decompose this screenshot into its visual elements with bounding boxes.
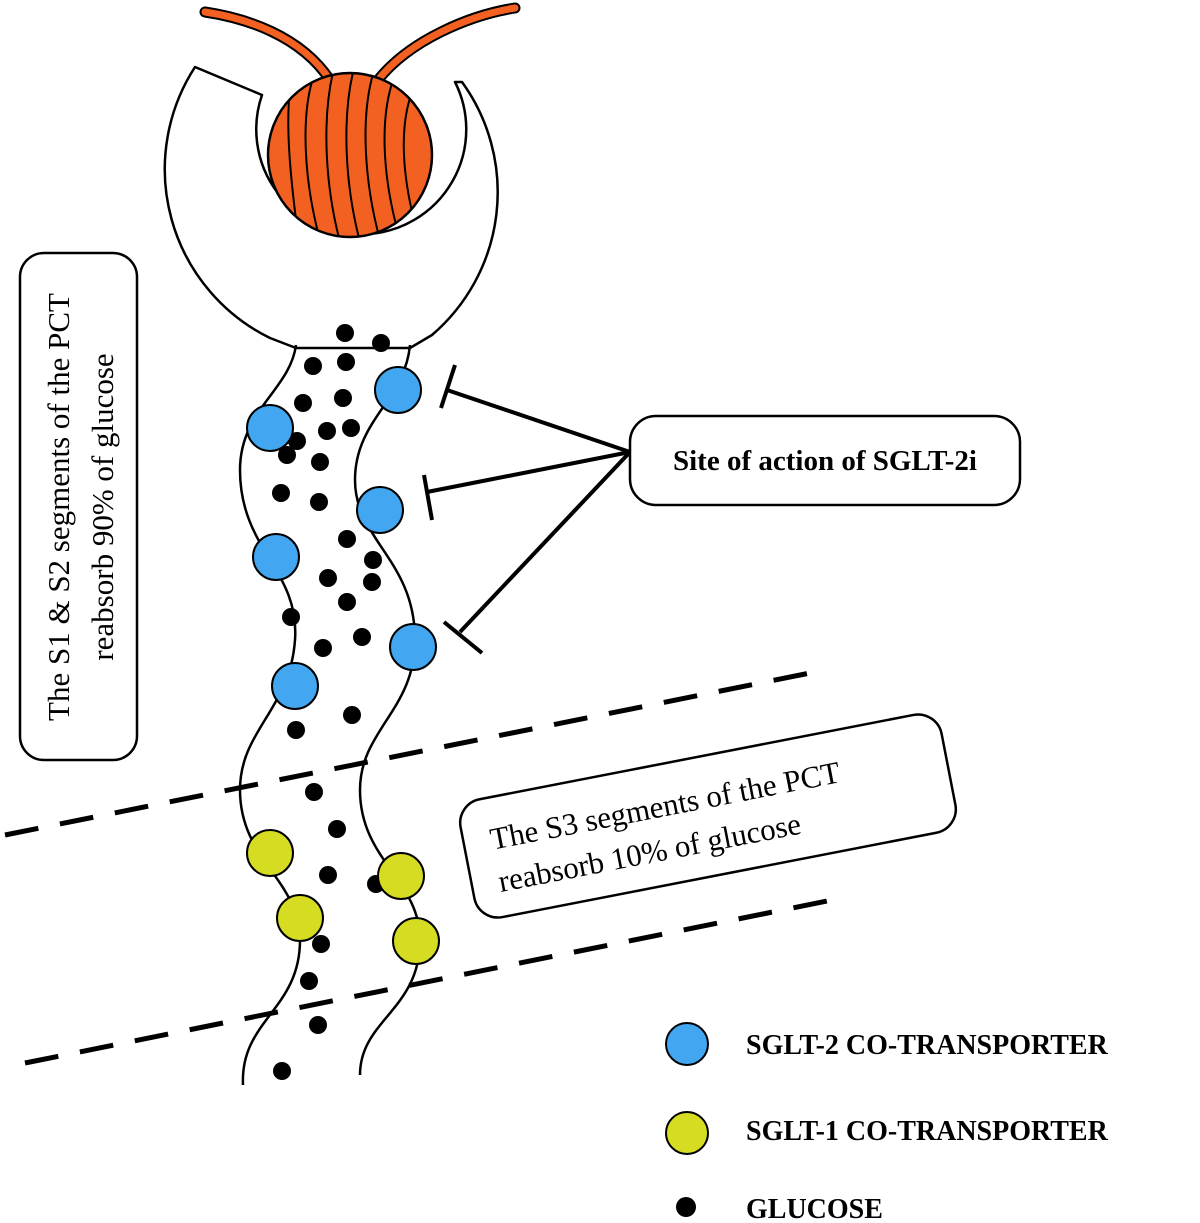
glucose-molecule bbox=[305, 783, 323, 801]
glucose-molecule bbox=[319, 866, 337, 884]
glucose-dots bbox=[272, 324, 390, 1080]
inhibition-arrows bbox=[422, 364, 632, 655]
glucose-molecule bbox=[319, 569, 337, 587]
yellow-circle-icon bbox=[665, 1111, 709, 1155]
glucose-molecule bbox=[294, 394, 312, 412]
sglt1-transporter bbox=[276, 894, 324, 942]
legend-item-sglt2: SGLT-2 CO-TRANSPORTER bbox=[665, 1022, 1109, 1066]
glucose-molecule bbox=[310, 493, 328, 511]
glucose-molecule bbox=[338, 593, 356, 611]
sglt2-transporter bbox=[246, 404, 294, 452]
legend: SGLT-2 CO-TRANSPORTER SGLT-1 CO-TRANSPOR… bbox=[665, 1022, 1109, 1223]
sglt2-transporters bbox=[246, 366, 437, 710]
glucose-molecule bbox=[304, 357, 322, 375]
glucose-molecule bbox=[312, 935, 330, 953]
inhibition-bar bbox=[442, 620, 484, 655]
glomerulus bbox=[266, 71, 434, 239]
legend-item-glucose: GLUCOSE bbox=[676, 1194, 883, 1223]
s2-s3-boundary-line bbox=[4, 669, 816, 838]
glucose-molecule bbox=[334, 389, 352, 407]
glucose-molecule bbox=[282, 608, 300, 626]
glucose-molecule bbox=[287, 721, 305, 739]
s1-s2-box: The S1 & S2 segments of the PCT reabsorb… bbox=[18, 251, 139, 762]
glucose-molecule bbox=[342, 419, 360, 437]
s3-end-boundary-line bbox=[24, 897, 833, 1066]
s1-s2-label-line2: reabsorb 90% of glucose bbox=[85, 353, 120, 660]
glucose-molecule bbox=[353, 628, 371, 646]
blue-circle-icon bbox=[665, 1022, 709, 1066]
legend-label-sglt1: SGLT-1 CO-TRANSPORTER bbox=[746, 1116, 1109, 1147]
glucose-molecule bbox=[272, 484, 290, 502]
inhibition-bar bbox=[439, 364, 457, 409]
glucose-molecule bbox=[318, 422, 336, 440]
glucose-molecule bbox=[363, 573, 381, 591]
glucose-molecule bbox=[311, 453, 329, 471]
sglt1-transporter bbox=[392, 917, 440, 965]
sglt2-transporter bbox=[389, 623, 437, 671]
s1-s2-label-line1: The S1 & S2 segments of the PCT bbox=[41, 293, 76, 721]
glucose-molecule bbox=[273, 1062, 291, 1080]
glucose-molecule bbox=[328, 820, 346, 838]
legend-label-sglt2: SGLT-2 CO-TRANSPORTER bbox=[746, 1030, 1109, 1061]
sglt2-transporter bbox=[271, 662, 319, 710]
glucose-molecule bbox=[309, 1016, 327, 1034]
sglt2-transporter bbox=[356, 486, 404, 534]
glucose-molecule bbox=[372, 334, 390, 352]
tubule-walls bbox=[238, 344, 422, 1086]
site-of-action-label: Site of action of SGLT-2i bbox=[673, 445, 977, 477]
s3-box: The S3 segments of the PCT reabsorb 10% … bbox=[458, 713, 958, 919]
sglt2-transporter bbox=[374, 366, 422, 414]
glucose-molecule bbox=[288, 432, 306, 450]
tubule-right-wall bbox=[353, 344, 422, 1076]
glucose-molecule bbox=[338, 530, 356, 548]
glucose-molecule bbox=[343, 706, 361, 724]
glucose-molecule bbox=[314, 639, 332, 657]
glucose-molecule bbox=[337, 353, 355, 371]
glucose-molecule bbox=[336, 324, 354, 342]
sglt1-transporters bbox=[246, 829, 440, 965]
arterioles bbox=[199, 2, 521, 86]
legend-item-sglt1: SGLT-1 CO-TRANSPORTER bbox=[665, 1111, 1109, 1155]
glucose-molecule bbox=[300, 972, 318, 990]
glucose-dot-icon bbox=[676, 1197, 696, 1217]
legend-label-glucose: GLUCOSE bbox=[746, 1194, 883, 1223]
sglt1-transporter bbox=[377, 852, 425, 900]
site-of-action-box: Site of action of SGLT-2i bbox=[628, 414, 1022, 507]
inhibition-bar bbox=[422, 474, 434, 521]
glucose-molecule bbox=[364, 551, 382, 569]
sglt1-transporter bbox=[246, 829, 294, 877]
tubule-left-wall bbox=[238, 344, 302, 1086]
glucose-molecule bbox=[278, 446, 296, 464]
sglt2-transporter bbox=[252, 533, 300, 581]
segment-divider-lines bbox=[4, 669, 833, 1066]
